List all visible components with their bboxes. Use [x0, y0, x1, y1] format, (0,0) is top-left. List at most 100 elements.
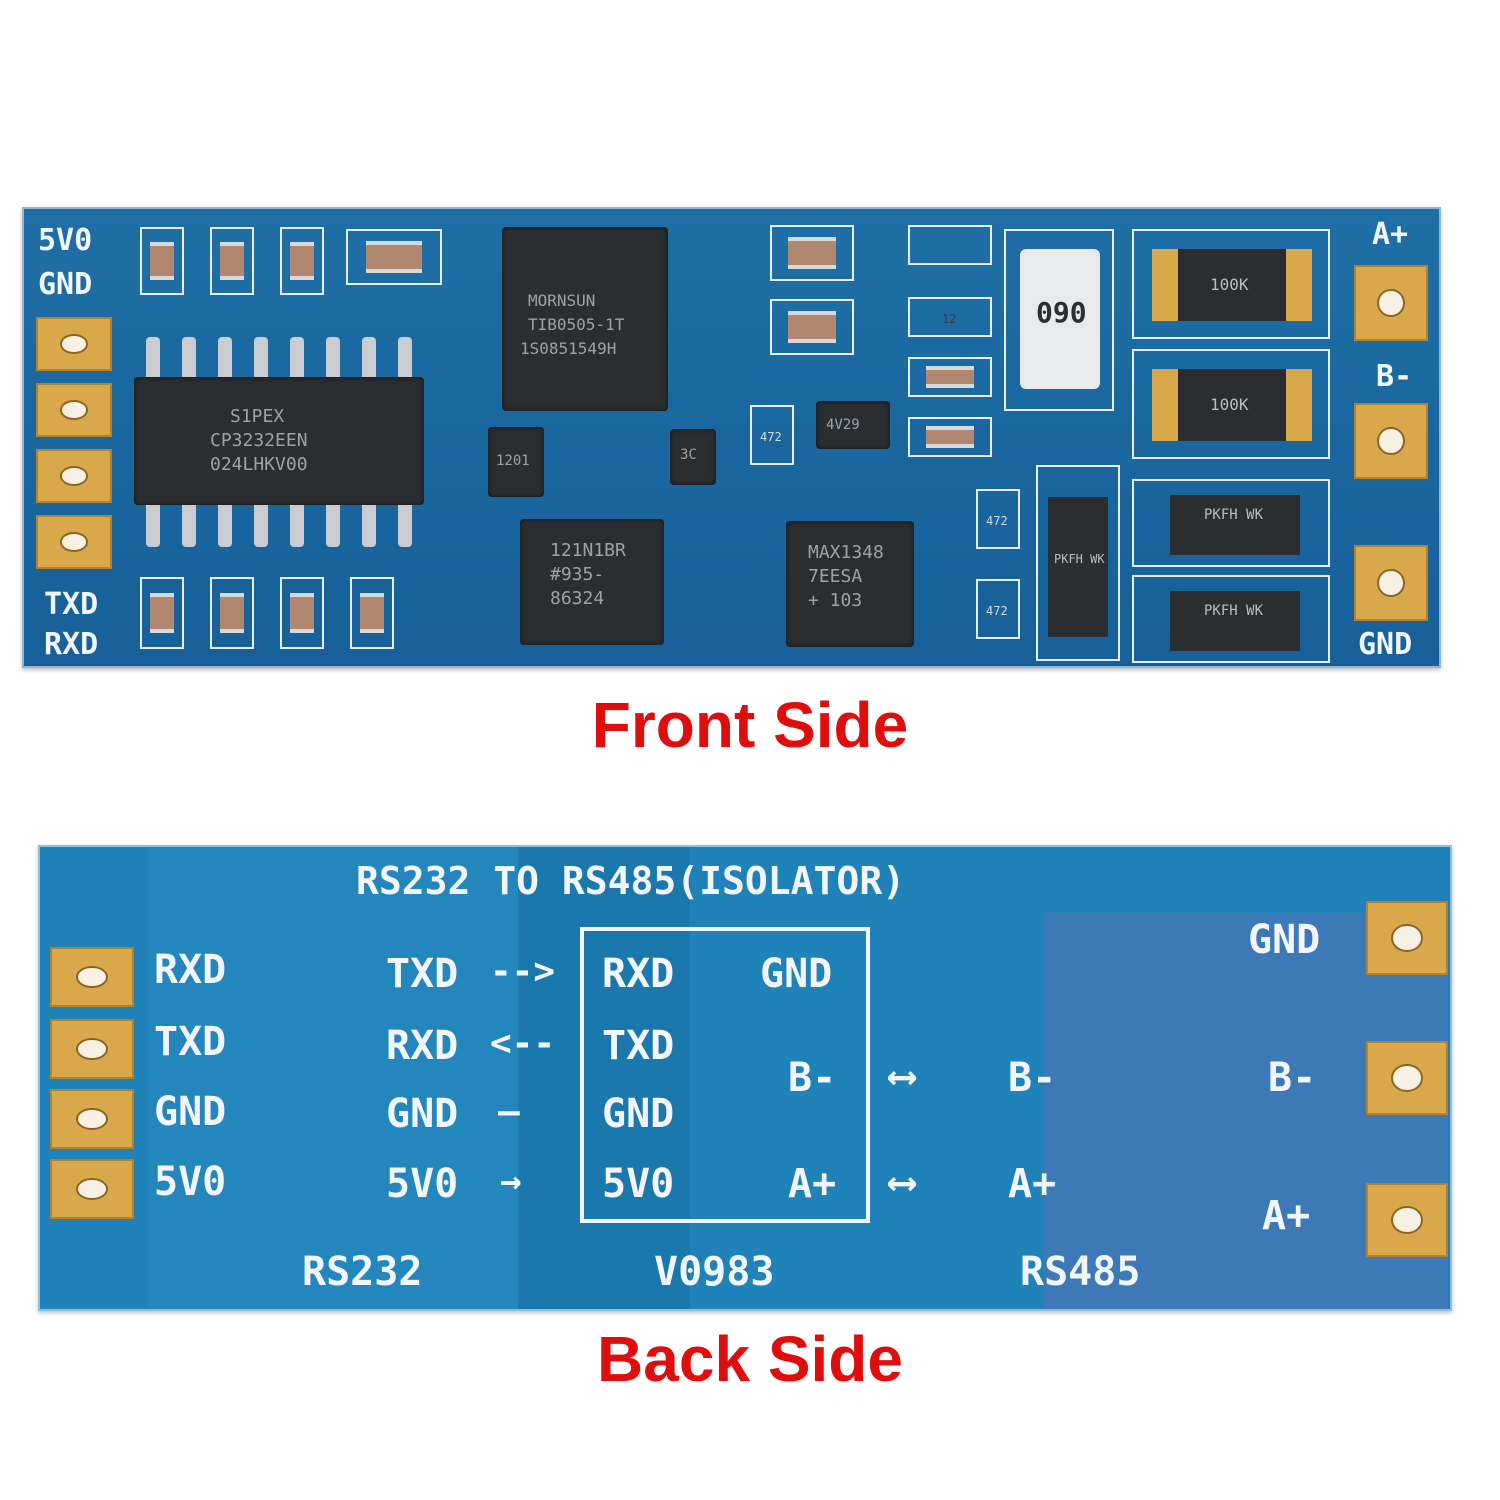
pad-back-left-2: [50, 1019, 134, 1079]
resistor: 12: [908, 297, 992, 337]
capacitor: [908, 357, 992, 397]
chip-small: 3C: [670, 429, 716, 485]
capacitor: [346, 229, 442, 285]
back-label-rxd: RXD: [154, 947, 227, 993]
chip-pin: [218, 497, 232, 547]
caption-front: Front Side: [591, 689, 909, 761]
capacitor: [770, 225, 854, 281]
chip-pin: [254, 497, 268, 547]
chip-text: PKFH WK: [1204, 603, 1264, 619]
arrow-right-icon: →: [500, 1161, 522, 1202]
chip-text: 1201: [496, 453, 530, 469]
pad-front-left-2: [36, 383, 112, 437]
tvs-diode: PKFH WK: [1036, 465, 1120, 661]
pad-back-right-3: [1366, 1183, 1448, 1257]
pad-back-right-2: [1366, 1041, 1448, 1115]
frame-left-txd: TXD: [602, 1023, 675, 1069]
chip-pin: [290, 337, 304, 387]
map-right-a: A+: [1008, 1161, 1057, 1207]
back-label-b-right: B-: [1268, 1055, 1317, 1101]
front-board: 5V0 GND TXD RXD S1PEX CP3232EEN 024LHKV0…: [22, 207, 1441, 668]
chip-text: 3C: [680, 447, 697, 463]
chip-text: CP3232EEN: [210, 430, 308, 451]
chip-pin: [398, 497, 412, 547]
chip-text: 100K: [1210, 395, 1249, 414]
chip-text: 12: [942, 312, 957, 326]
chip-text: TIB0505-1T: [528, 315, 625, 334]
chip-small: 1201: [488, 427, 544, 497]
chip-text: 090: [1036, 296, 1087, 329]
isolator-frame: [580, 927, 870, 1223]
chip-pin: [326, 337, 340, 387]
chip-text: PKFH WK: [1204, 507, 1264, 523]
chip-text: PKFH WK: [1054, 552, 1105, 566]
chip-small: 4V29: [816, 401, 890, 449]
chip-pin: [182, 497, 196, 547]
bottom-label-version: V0983: [654, 1249, 775, 1295]
back-board: RS232 TO RS485(ISOLATOR) RXD TXD GND 5V0…: [38, 845, 1452, 1311]
resistor-100k: 100K: [1132, 349, 1330, 459]
label-txd: TXD: [44, 587, 99, 622]
frame-right-b: B-: [788, 1055, 837, 1101]
bidirectional-arrow-icon: ⟷: [890, 1159, 915, 1205]
chip-text: + 103: [808, 590, 863, 611]
pad-front-right-2: [1354, 403, 1428, 479]
pad-front-left-1: [36, 317, 112, 371]
frame-left-5v0: 5V0: [602, 1161, 675, 1207]
chip-text: 4V29: [826, 417, 860, 433]
map-left-5v0: 5V0: [386, 1161, 459, 1207]
chip-text: 024LHKV00: [210, 454, 308, 475]
map-right-b: B-: [1008, 1055, 1057, 1101]
caption-back: Back Side: [597, 1323, 903, 1395]
capacitor: [210, 577, 254, 649]
chip-pin: [146, 337, 160, 387]
back-label-a-right: A+: [1262, 1193, 1311, 1239]
chip-pin: [290, 497, 304, 547]
back-label-5v0: 5V0: [154, 1159, 227, 1205]
capacitor: [210, 227, 254, 295]
chip-text: 472: [986, 514, 1008, 528]
label-b-minus: B-: [1376, 359, 1413, 394]
tvs-diode: PKFH WK: [1132, 479, 1330, 567]
label-gnd: GND: [38, 267, 93, 302]
chip-text: S1PEX: [230, 406, 285, 427]
pad-back-left-3: [50, 1089, 134, 1149]
frame-left-gnd: GND: [602, 1091, 675, 1137]
back-label-gnd-right: GND: [1248, 917, 1321, 963]
pad-front-right-1: [1354, 265, 1428, 341]
resistor: 472: [976, 489, 1020, 549]
chip-pin: [182, 337, 196, 387]
resistor-100k: 100K: [1132, 229, 1330, 339]
label-rxd: RXD: [44, 627, 99, 662]
pad-front-left-4: [36, 515, 112, 569]
chip-pin: [326, 497, 340, 547]
chip-pin: [362, 497, 376, 547]
chip-pin: [362, 337, 376, 387]
pad-front-right-3: [1354, 545, 1428, 621]
back-label-gnd: GND: [154, 1089, 227, 1135]
bottom-label-rs232: RS232: [302, 1249, 423, 1295]
chip-text: 7EESA: [808, 566, 863, 587]
map-left-rxd: RXD: [386, 1023, 459, 1069]
frame-right-a: A+: [788, 1161, 837, 1207]
pad-front-left-3: [36, 449, 112, 503]
chip-text: 86324: [550, 588, 605, 609]
arrow-left-icon: <--: [490, 1023, 556, 1064]
label-5v0: 5V0: [38, 223, 93, 258]
chip-cp3232: S1PEX CP3232EEN 024LHKV00: [134, 377, 424, 505]
capacitor: [140, 577, 184, 649]
copper-zone: [518, 847, 690, 1309]
chip-text: 100K: [1210, 275, 1249, 294]
bidirectional-arrow-icon: ⟷: [890, 1053, 915, 1099]
frame-left-rxd: RXD: [602, 951, 675, 997]
chip-text: MAX1348: [808, 542, 884, 563]
back-title: RS232 TO RS485(ISOLATOR): [356, 859, 906, 903]
bottom-label-rs485: RS485: [1020, 1249, 1141, 1295]
chip-text: 472: [760, 430, 782, 444]
frame-right-gnd: GND: [760, 951, 833, 997]
map-left-gnd: GND: [386, 1091, 459, 1137]
resistor: 472: [750, 405, 794, 465]
inductor: 090: [1004, 229, 1114, 411]
capacitor: [908, 225, 992, 265]
pad-back-left-4: [50, 1159, 134, 1219]
